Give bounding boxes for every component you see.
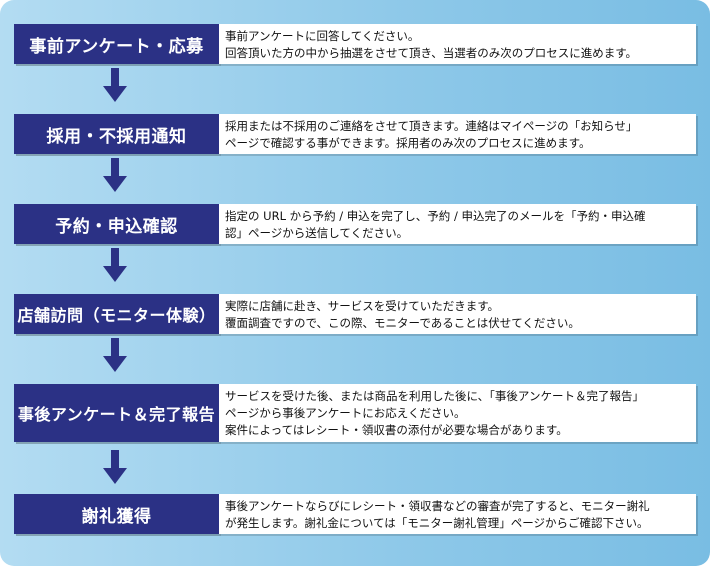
step-6-description: 事後アンケートならびにレシート・領収書などの審査が完了すると、モニター謝礼 が発… — [219, 494, 696, 534]
step-4-label: 店舗訪問（モニター体験） — [14, 294, 219, 334]
step-5-description: サービスを受けた後、または商品を利用した後に、「事後アンケート＆完了報告」 ペー… — [219, 384, 696, 442]
down-arrow-icon — [103, 338, 127, 372]
step-2-description: 採用または不採用のご連絡をさせて頂きます。連絡はマイページの「お知らせ」 ページ… — [219, 114, 696, 154]
step-2-line-1: 採用または不採用のご連絡をさせて頂きます。連絡はマイページの「お知らせ」 — [225, 119, 638, 133]
down-arrow-icon — [103, 248, 127, 282]
step-6-line-1: 事後アンケートならびにレシート・領収書などの審査が完了すると、モニター謝礼 — [225, 499, 650, 513]
down-arrow-icon — [103, 450, 127, 484]
step-5-line-3: 案件によってはレシート・領収書の添付が必要な場合があります。 — [225, 423, 568, 437]
step-5-label: 事後アンケート＆完了報告 — [14, 384, 219, 442]
step-6-label: 謝礼獲得 — [14, 494, 219, 534]
step-1-label: 事前アンケート・応募 — [14, 24, 219, 64]
step-4-line-2: 覆面調査ですので、この際、モニターであることは伏せてください。 — [225, 316, 580, 330]
step-4-description: 実際に店舗に赴き、サービスを受けていただきます。 覆面調査ですので、この際、モニ… — [219, 294, 696, 334]
step-1-line-2: 回答頂いた方の中から抽選をさせて頂き、当選者のみ次のプロセスに進めます。 — [225, 46, 638, 60]
step-4-line-1: 実際に店舗に赴き、サービスを受けていただきます。 — [225, 299, 500, 313]
down-arrow-icon — [103, 158, 127, 192]
step-3-line-1: 指定の URL から予約 / 申込を完了し、予約 / 申込完了のメールを「予約・… — [225, 209, 646, 223]
down-arrow-icon — [103, 68, 127, 102]
step-3-line-2: 認」ページから送信してください。 — [225, 226, 409, 240]
step-1-description: 事前アンケートに回答してください。 回答頂いた方の中から抽選をさせて頂き、当選者… — [219, 24, 696, 64]
step-2-line-2: ページで確認する事ができます。採用者のみ次のプロセスに進めます。 — [225, 136, 591, 150]
step-3-description: 指定の URL から予約 / 申込を完了し、予約 / 申込完了のメールを「予約・… — [219, 204, 696, 244]
step-2-label: 採用・不採用通知 — [14, 114, 219, 154]
step-5-line-1: サービスを受けた後、または商品を利用した後に、「事後アンケート＆完了報告」 — [225, 389, 644, 403]
step-1-line-1: 事前アンケートに回答してください。 — [225, 29, 420, 43]
step-3-label: 予約・申込確認 — [14, 204, 219, 244]
step-5-line-2: ページから事後アンケートにお応えください。 — [225, 406, 466, 420]
step-6-line-2: が発生します。謝礼金については「モニター謝礼管理」ページからご確認下さい。 — [225, 516, 649, 530]
